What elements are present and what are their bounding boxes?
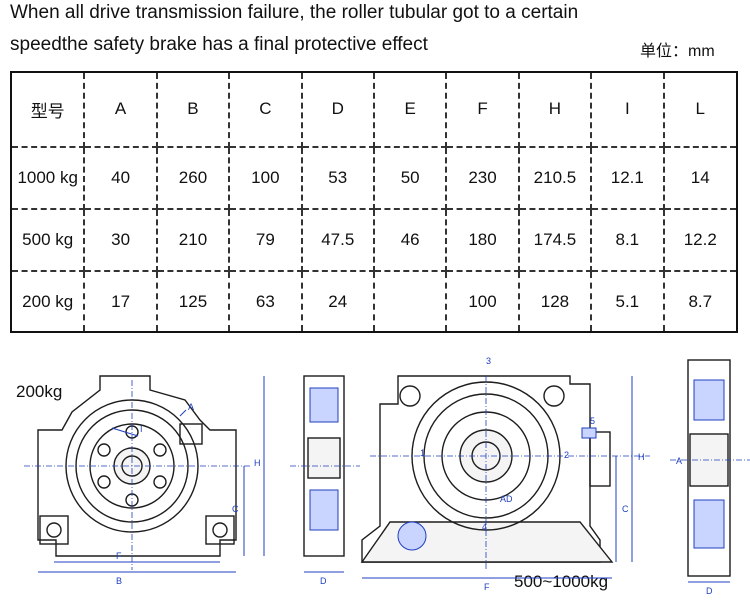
housing-outline — [37, 375, 237, 557]
table-row: 1000 kg 40 260 100 53 50 230 210.5 12.1 … — [12, 146, 736, 211]
table-row: 500 kg 30 210 79 47.5 46 180 174.5 8.1 1… — [12, 209, 736, 273]
title-line-1: When all drive transmission failure, the… — [10, 2, 579, 23]
dim-label-f: F — [116, 551, 122, 561]
table-cell: 100 — [229, 146, 303, 211]
unit-label: 单位：mm — [640, 43, 715, 60]
table-cell: 5.1 — [591, 271, 665, 331]
table-header-cell: B — [156, 73, 231, 148]
dimension-lines — [24, 376, 265, 573]
table-header-cell: 型号 — [12, 73, 86, 148]
dim-label-b: B — [116, 576, 122, 586]
table-cell: 17 — [84, 271, 158, 331]
table-cell: 174.5 — [518, 209, 593, 273]
dim-label-d: D — [320, 576, 327, 586]
table-cell — [373, 271, 448, 331]
drawing-1000kg-front-view: 3 2 4 5 1 AD H C F — [360, 356, 650, 592]
table-header-cell: L — [663, 73, 736, 148]
large-dimension-lines — [362, 376, 633, 579]
table-header-cell: D — [301, 73, 375, 148]
table-cell: 47.5 — [301, 209, 375, 273]
table-cell: 14 — [663, 146, 736, 211]
table-cell: 46 — [373, 209, 448, 273]
dim-label-h: H — [254, 458, 261, 468]
table-cell: 500 kg — [12, 209, 86, 273]
dim-label-5: 5 — [590, 416, 595, 426]
dim-label-d-large: D — [706, 586, 713, 596]
table-cell: 128 — [518, 271, 593, 331]
dim-label-h-large: H — [638, 452, 645, 462]
dim-label-a: A — [188, 402, 194, 412]
table-cell: 125 — [156, 271, 231, 331]
large-side-housing — [670, 359, 750, 577]
table-cell: 30 — [84, 209, 158, 273]
table-header-cell: A — [84, 73, 158, 148]
table-cell: 53 — [301, 146, 375, 211]
table-header-cell: H — [518, 73, 593, 148]
table-cell: 12.2 — [663, 209, 736, 273]
table-header-cell: F — [446, 73, 520, 148]
dim-label-1: 1 — [420, 448, 425, 458]
model-label-200kg: 200kg — [16, 382, 63, 401]
dim-label-f-large: F — [484, 582, 490, 592]
table-header-cell: I — [591, 73, 665, 148]
side-housing — [290, 375, 360, 557]
table-cell: 79 — [229, 209, 303, 273]
drawing-200kg-side-view: D — [290, 375, 360, 586]
table-cell: 8.1 — [591, 209, 665, 273]
table-cell: 24 — [301, 271, 375, 331]
table-header-cell: C — [229, 73, 303, 148]
drawing-200kg-front-view: H C F B I A — [24, 375, 265, 586]
dim-label-2: 2 — [564, 450, 569, 460]
spec-table: 型号 A B C D E F H I L 1000 kg 40 260 100 … — [10, 71, 738, 333]
dim-label-a-large: A — [676, 456, 682, 466]
table-cell: 100 — [446, 271, 520, 331]
table-header-cell: E — [373, 73, 448, 148]
title-line-2: speedthe safety brake has a final protec… — [10, 34, 428, 55]
table-cell: 8.7 — [688, 291, 713, 311]
dim-label-ad: AD — [500, 494, 513, 504]
dim-label-c: C — [232, 504, 239, 514]
dim-label-4: 4 — [482, 522, 487, 532]
dim-label-3: 3 — [486, 356, 491, 366]
table-cell: 230 — [446, 146, 520, 211]
table-cell: 200 kg — [12, 271, 86, 331]
table-cell: 12.1 — [591, 146, 665, 211]
dim-label-c-large: C — [622, 504, 629, 514]
table-cell: 40 — [84, 146, 158, 211]
table-cell: 210.5 — [518, 146, 593, 211]
large-housing — [360, 375, 614, 563]
drawing-1000kg-side-view: D A — [670, 359, 750, 596]
table-row: 200 kg 17 125 63 24 100 128 5.1 8.7 — [12, 271, 736, 331]
table-cell: 1000 kg — [12, 146, 86, 211]
table-cell: 260 — [156, 146, 231, 211]
table-cell: 180 — [446, 209, 520, 273]
table-header-row: 型号 A B C D E F H I L — [12, 73, 736, 148]
dim-label-i: I — [140, 424, 143, 434]
table-cell: 50 — [373, 146, 448, 211]
table-cell: 210 — [156, 209, 231, 273]
model-label-500-1000kg: 500~1000kg — [514, 572, 609, 591]
large-disc — [370, 376, 650, 570]
table-cell: 63 — [229, 271, 303, 331]
